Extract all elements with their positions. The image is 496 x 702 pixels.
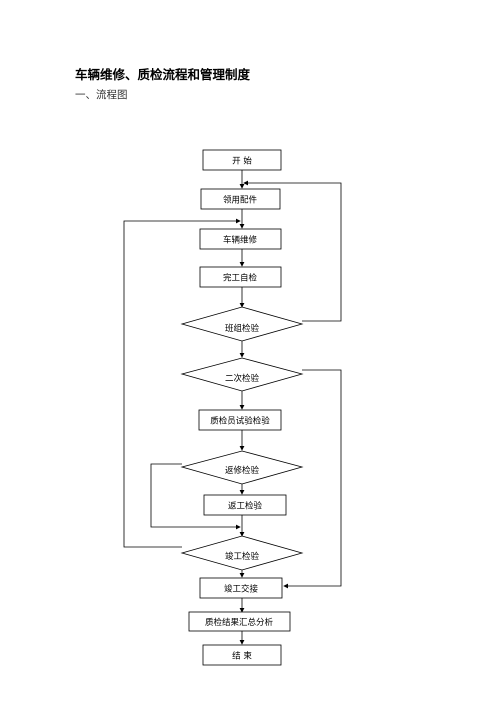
node-repair-label: 车辆维修: [223, 235, 258, 246]
node-self-check-label: 完工自检: [223, 273, 258, 284]
node-end: 结 束: [202, 644, 282, 666]
node-report: 质检结果汇总分析: [188, 611, 291, 632]
node-rework-check-label: 返修检验: [225, 465, 260, 476]
node-end-label: 结 束: [232, 651, 252, 662]
node-self-check: 完工自检: [199, 266, 282, 288]
node-report-label: 质检结果汇总分析: [205, 617, 274, 628]
node-qc-check: 二次检验: [180, 357, 304, 392]
node-complete-check-label: 竣工交接: [224, 584, 259, 595]
node-get-parts-label: 领用配件: [223, 195, 258, 206]
page-title: 车辆维修、质检流程和管理制度: [75, 67, 251, 82]
node-get-parts: 领用配件: [200, 188, 281, 210]
edge-final-back-to-repair: [123, 218, 241, 548]
node-repair: 车辆维修: [199, 228, 282, 250]
node-start-label: 开 始: [232, 156, 252, 167]
node-team-check-label: 班组检验: [225, 323, 260, 334]
node-qc-check-label: 二次检验: [225, 373, 260, 384]
node-final-check-label: 竣工检验: [225, 551, 260, 562]
node-start: 开 始: [202, 149, 282, 171]
node-rework-check: 返修检验: [180, 450, 304, 485]
edge-team-back-to-parts: [243, 180, 342, 322]
loop-connectors: [123, 180, 342, 589]
node-rework-label: 返工检验: [228, 501, 263, 512]
edge-qc-to-complete: [283, 369, 342, 589]
edge-reworkcheck-to-final: [150, 463, 241, 530]
node-final-check: 竣工检验: [180, 535, 304, 571]
node-road-test: 质检员试验检验: [198, 409, 282, 431]
node-rework: 返工检验: [203, 494, 287, 516]
node-road-test-label: 质检员试验检验: [210, 416, 270, 427]
node-complete-check: 竣工交接: [199, 577, 283, 599]
node-team-check: 班组检验: [180, 306, 304, 342]
section-heading: 一、流程图: [75, 89, 128, 101]
